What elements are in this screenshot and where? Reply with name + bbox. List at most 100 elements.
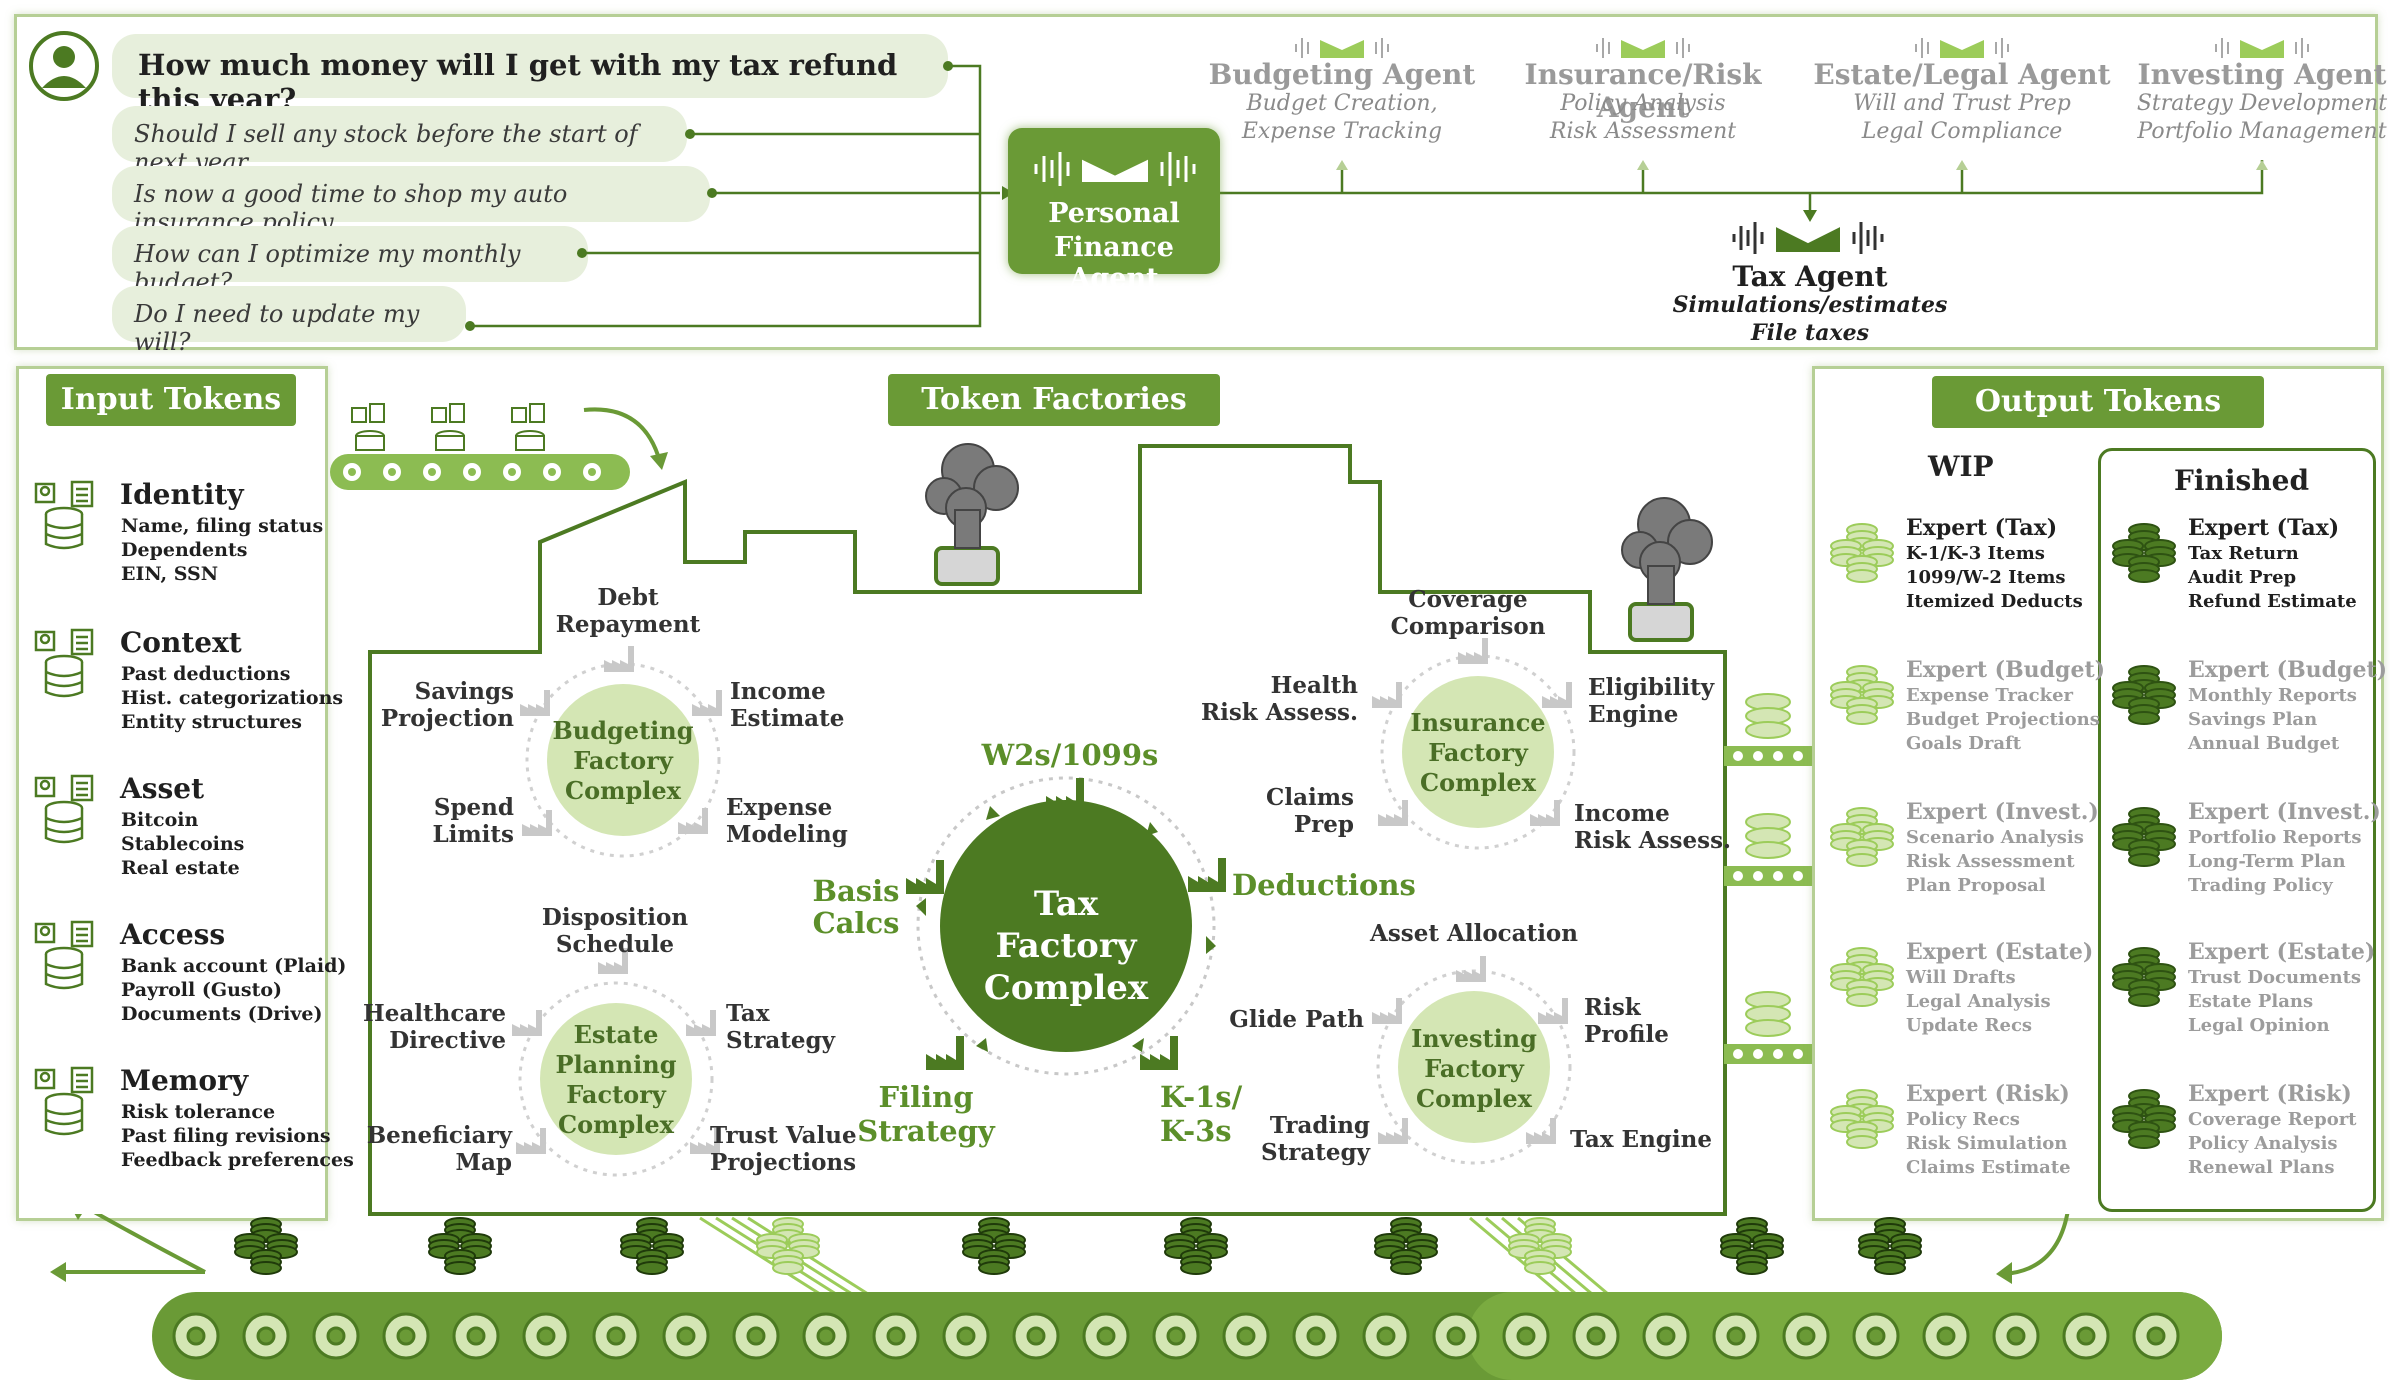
user-avatar-icon	[29, 31, 99, 101]
investing-agent-title: Investing Agent	[2137, 58, 2387, 91]
insurance-lb-1: Claims	[1266, 784, 1354, 811]
wip-token-title: Expert (Invest.)	[1906, 799, 2099, 825]
database-icon	[34, 480, 94, 550]
conveyor-gear-hub	[2146, 1326, 2166, 1346]
belt-token-stack	[1720, 1217, 1784, 1275]
wip-token-detail: Expense Tracker	[1906, 685, 2074, 706]
budgeting-hub-1: Budgeting	[552, 716, 694, 745]
finished-token-detail: Coverage Report	[2188, 1109, 2357, 1130]
input-tokens-header: Input Tokens	[46, 374, 296, 426]
output-tokens-header: Output Tokens	[1932, 376, 2264, 428]
tax-node-k1-2: K-3s	[1160, 1114, 1232, 1148]
token-stack-icon	[2112, 947, 2176, 1007]
conveyor-gear-hub	[1096, 1326, 1116, 1346]
input-token-detail: Hist. categorizations	[121, 687, 344, 709]
insurance-hub-2: Factory	[1428, 738, 1528, 767]
conveyor-gear-hub	[1026, 1326, 1046, 1346]
conveyor-gear-hub	[676, 1326, 696, 1346]
wip-token-detail: Claims Estimate	[1906, 1157, 2071, 1178]
finished-token-detail: Legal Opinion	[2188, 1015, 2330, 1036]
budgeting-agent-title: Budgeting Agent	[1208, 58, 1476, 91]
estate-lt-1: Healthcare	[362, 1000, 506, 1027]
conveyor-gear-hub	[1166, 1326, 1186, 1346]
budgeting-agent-icon	[1295, 38, 1389, 58]
estate-rb-1: Trust Value	[710, 1122, 857, 1149]
belt-token-stack	[1858, 1217, 1922, 1275]
input-token-detail: Dependents	[121, 539, 248, 561]
estate-lb-2: Map	[455, 1149, 512, 1176]
tax-node-k1-1: K-1s/	[1160, 1080, 1243, 1114]
finished-token-detail: Trading Policy	[2188, 875, 2333, 896]
conveyor-gear-hub	[1936, 1326, 1956, 1346]
conveyor-gear-hub	[326, 1326, 346, 1346]
budgeting-top-2: Repayment	[555, 611, 701, 638]
conveyor-gear-hub	[1516, 1326, 1536, 1346]
token-stack-icon	[1830, 523, 1894, 583]
tax-agent-sub1: Simulations/estimates	[1672, 292, 1948, 318]
finished-token-detail: Annual Budget	[2188, 733, 2340, 754]
insurance-agent-sub2: Risk Assessment	[1549, 119, 1737, 144]
finished-token-detail: Refund Estimate	[2188, 591, 2357, 612]
bottom-conveyor	[50, 1214, 2222, 1380]
tax-hub-line1: Tax	[1033, 884, 1099, 924]
insurance-lt-1: Health	[1270, 672, 1358, 699]
budgeting-rb-1: Expense	[726, 794, 833, 821]
wip-token-detail: Scenario Analysis	[1906, 827, 2084, 848]
finished-token-detail: Estate Plans	[2188, 991, 2314, 1012]
input-token-title: Access	[120, 918, 226, 951]
token-stack-icon	[2112, 1089, 2176, 1149]
token-stack-icon	[1830, 1089, 1894, 1149]
estate-rt-2: Strategy	[726, 1027, 835, 1054]
wip-token-detail: Will Drafts	[1906, 967, 2016, 988]
investing-hub-2: Factory	[1424, 1054, 1524, 1083]
belt-token-stack	[1508, 1217, 1572, 1275]
investing-hub-3: Complex	[1416, 1084, 1532, 1113]
investing-hub-1: Investing	[1411, 1024, 1537, 1053]
wip-token-title: Expert (Budget)	[1906, 657, 2106, 683]
belt-token-stack	[234, 1217, 298, 1275]
finished-token-detail: Portfolio Reports	[2188, 827, 2362, 848]
budgeting-hub-3: Complex	[565, 776, 681, 805]
budgeting-agent-sub2: Expense Tracking	[1241, 119, 1443, 144]
tax-node-filing-1: Filing	[878, 1080, 974, 1114]
conveyor-gear-hub	[1236, 1326, 1256, 1346]
conveyor-gear-hub	[1796, 1326, 1816, 1346]
finished-token-detail: Policy Analysis	[2188, 1133, 2338, 1154]
investing-lt: Glide Path	[1229, 1006, 1364, 1033]
insurance-rt-1: Eligibility	[1588, 674, 1715, 701]
belt-token-stack	[962, 1217, 1026, 1275]
token-stack-icon	[1830, 947, 1894, 1007]
wip-token-detail: Legal Analysis	[1906, 991, 2051, 1012]
question-item: Should I sell any stock before the start…	[112, 106, 687, 176]
insurance-top-2: Comparison	[1390, 613, 1546, 640]
tax-factory-icons	[906, 778, 1226, 1070]
insurance-agent-icon	[1596, 38, 1690, 58]
wip-token-detail: Policy Recs	[1906, 1109, 2020, 1130]
conveyor-gear-hub	[2006, 1326, 2026, 1346]
conveyor-gear-hub	[606, 1326, 626, 1346]
input-token-title: Context	[120, 626, 242, 659]
budgeting-top-1: Debt	[597, 584, 659, 611]
wip-token-title: Expert (Tax)	[1906, 515, 2058, 541]
conveyor-gear-hub	[256, 1326, 276, 1346]
insurance-agent-sub1: Policy Analysis	[1560, 91, 1726, 116]
estate-agent-icon	[1915, 38, 2009, 58]
tax-node-basis-1: Basis	[812, 874, 900, 908]
finished-token-detail: Renewal Plans	[2188, 1157, 2335, 1178]
conveyor-gear-hub	[1446, 1326, 1466, 1346]
input-token-detail: Payroll (Gusto)	[121, 979, 283, 1001]
token-stack-icon	[1830, 665, 1894, 725]
estate-rb-2: Projections	[710, 1149, 857, 1176]
input-token-detail: Past deductions	[121, 663, 291, 685]
estate-agent-title: Estate/Legal Agent	[1813, 58, 2111, 91]
sub-factory-rings	[512, 638, 1576, 1177]
input-token-detail: Entity structures	[121, 711, 302, 733]
conveyor-gear-hub	[1376, 1326, 1396, 1346]
belt-token-stack	[1164, 1217, 1228, 1275]
input-token-title: Asset	[120, 772, 204, 805]
question-item: Do I need to update my will?	[112, 286, 466, 356]
insurance-lb-2: Prep	[1293, 811, 1354, 838]
finished-token-detail: Audit Prep	[2188, 567, 2297, 588]
tax-node-basis-2: Calcs	[812, 906, 900, 940]
tax-agent-icon	[1732, 222, 1884, 254]
